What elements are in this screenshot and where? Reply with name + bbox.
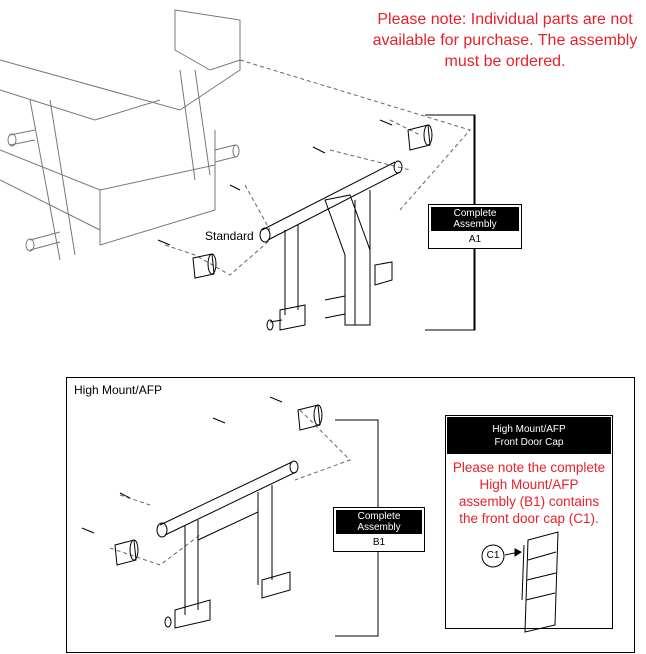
assembly-heading: Complete Assembly: [431, 207, 519, 231]
guide-lines-bottom: [109, 409, 351, 566]
assembly-id: B1: [372, 537, 386, 548]
callout-c1[interactable]: C1: [486, 550, 500, 561]
front-door-cap-box: High Mount/AFP Front Door Cap Please not…: [445, 415, 613, 629]
assembly-heading: Complete Assembly: [336, 510, 422, 534]
high-mount-panel: High Mount/AFP: [66, 377, 635, 653]
cap-heading-line2: Front Door Cap: [494, 437, 564, 448]
guide-lines-top: [164, 59, 471, 276]
standard-frame-drawing: [259, 160, 403, 331]
cap-note: Please note the complete High Mount/AFP …: [452, 460, 606, 526]
high-mount-frame-drawing: [81, 396, 323, 629]
purchase-notice: Please note: Individual parts are not av…: [372, 11, 638, 70]
front-door-cap-drawing: [481, 531, 559, 633]
chassis-frame-drawing: [0, 9, 241, 261]
panel-title: High Mount/AFP: [74, 383, 163, 397]
standard-label: Standard: [205, 229, 254, 243]
assembly-id: A1: [468, 234, 482, 245]
cap-heading-line1: High Mount/AFP: [492, 424, 566, 435]
cap-heading: High Mount/AFP Front Door Cap: [447, 417, 611, 454]
spacer-drawings: [157, 119, 433, 279]
assembly-label-a1[interactable]: Complete Assembly A1: [428, 204, 522, 249]
assembly-label-b1[interactable]: Complete Assembly B1: [333, 507, 425, 552]
